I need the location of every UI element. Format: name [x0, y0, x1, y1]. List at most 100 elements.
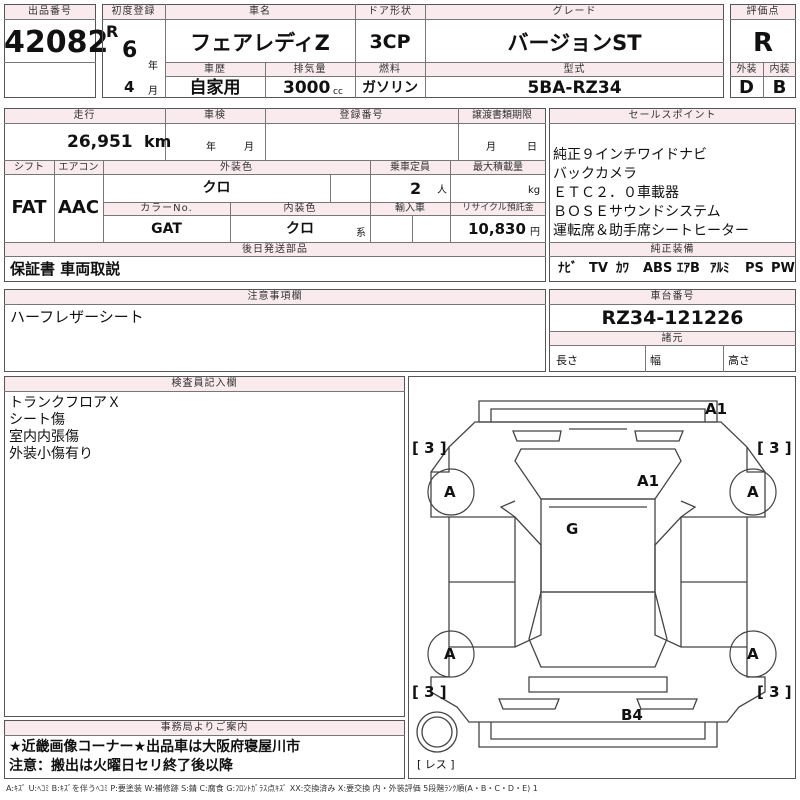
recycle-fee: 10,830 — [468, 220, 526, 238]
later-parts: 保証書 車両取説 — [10, 260, 121, 278]
interior-grade: B — [772, 77, 787, 98]
ext-color-label: 外装色 — [220, 162, 253, 173]
caution-box — [4, 289, 546, 372]
inspector-note: シート傷 — [9, 412, 65, 428]
ac: AAC — [57, 197, 100, 218]
notice-label: 事務局よりご案内 — [160, 722, 249, 733]
car-name-label: 車名 — [249, 6, 271, 17]
sales-point-line: 運転席＆助手席シートヒーター — [553, 223, 749, 239]
length-label: 長さ — [556, 354, 578, 367]
equip-item-airbag: ｴｱB — [677, 261, 700, 276]
chassis-box — [549, 289, 796, 372]
history-label: 車歴 — [204, 64, 226, 75]
notice-line-1: ★近畿画像コーナー★出品車は大阪府寝屋川市 — [9, 739, 301, 755]
reg-no-label: 登録番号 — [339, 110, 384, 121]
sales-point-line: 純正９インチワイドナビ — [553, 147, 707, 163]
displacement-label: 排気量 — [293, 64, 327, 75]
car-name: フェアレディZ — [190, 31, 330, 55]
wheel-mark-rear-right: A — [747, 645, 759, 663]
tread-depth-rear-right: [ 3 ] — [757, 683, 792, 701]
import-label: 輸入車 — [395, 203, 425, 214]
displacement-unit: cc — [333, 87, 343, 97]
exterior-grade: D — [739, 77, 754, 98]
inspection-month: 月 — [244, 142, 254, 153]
max-load-label: 最大積載量 — [473, 162, 523, 173]
door-type: 3CP — [369, 31, 411, 53]
height-label: 高さ — [728, 354, 750, 367]
score: R — [752, 28, 774, 58]
tread-depth-front-right: [ 3 ] — [757, 439, 792, 457]
wheel-mark-front-right: A — [747, 483, 759, 501]
color-no-label: カラーNo. — [140, 203, 193, 214]
inspector-box — [4, 376, 405, 717]
first-reg-month: 4 — [124, 78, 135, 96]
mileage-label: 走行 — [73, 110, 96, 121]
width-label: 幅 — [650, 354, 661, 367]
damage-mark-front-bumper: A1 — [705, 400, 728, 418]
lot-number-box — [4, 4, 96, 98]
sales-point-line: バックカメラ — [553, 166, 637, 182]
recycle-label: リサイクル預託金 — [462, 203, 534, 213]
ext-color: クロ — [202, 180, 231, 196]
exterior-label: 外装 — [736, 64, 757, 75]
dims-label: 諸元 — [661, 333, 684, 344]
deadline-label: 譲渡書類期限 — [472, 110, 532, 121]
shift: FAT — [11, 197, 47, 218]
tread-depth-front-left: [ 3 ] — [412, 439, 447, 457]
damage-mark-hood: A1 — [637, 472, 660, 490]
equip-item-leather: ｶﾜ — [616, 261, 629, 276]
chassis-number: RZ34-121226 — [601, 307, 744, 329]
notice-box — [4, 720, 405, 779]
score-label: 評価点 — [746, 6, 780, 17]
inspector-note: トランクフロアＸ — [9, 395, 121, 411]
equip-item-abs: ABS — [643, 261, 673, 276]
fuel-label: 燃料 — [379, 64, 401, 75]
mileage-unit: km — [144, 132, 172, 151]
car-diagram-box: A1 A1 G B4 A A A A [ 3 ] [ 3 ] [ 3 ] [ 3… — [408, 376, 796, 779]
first-reg-month-unit: 月 — [148, 86, 158, 97]
inspection-year: 年 — [206, 142, 216, 153]
mileage: 26,951 — [67, 132, 133, 152]
sales-point-box — [549, 108, 796, 282]
sales-point-line: ＥＴＣ２．０車載器 — [553, 185, 679, 201]
history: 自家用 — [189, 78, 241, 98]
model-label: 型式 — [563, 64, 586, 75]
equip-item-alloy: ｱﾙﾐ — [710, 261, 730, 276]
first-reg-year-unit: 年 — [148, 61, 158, 72]
equip-item-tv: TV — [589, 261, 608, 276]
legend-text: A:ｷｽﾞ U:ﾍｺﾐ B:ｷｽﾞを伴うﾍｺﾐ P:要塗装 W:補修跡 S:錆 … — [6, 784, 538, 793]
inspection-label: 車検 — [204, 110, 226, 121]
wheel-mark-front-left: A — [444, 483, 456, 501]
car-outline-diagram — [416, 400, 777, 753]
grade-label: グレード — [552, 6, 597, 17]
equipment-label: 純正装備 — [650, 244, 695, 255]
inspector-note: 室内内張傷 — [9, 429, 79, 445]
chassis-label: 車台番号 — [650, 291, 695, 302]
grade: バージョンST — [507, 31, 642, 55]
spare-tire-mark: [ レス ] — [417, 758, 455, 771]
first-reg-era: R — [106, 22, 119, 41]
equip-item-ps: PS — [745, 261, 764, 276]
displacement: 3000 — [283, 78, 331, 98]
first-reg-label: 初度登録 — [111, 6, 156, 17]
max-load-unit: kg — [528, 185, 541, 196]
int-color-label: 内装色 — [283, 203, 317, 214]
fuel: ガソリン — [362, 80, 418, 96]
details-box — [4, 108, 546, 282]
caution-text: ハーフレザーシート — [10, 308, 144, 326]
deadline-day: 日 — [527, 142, 537, 153]
damage-mark-windshield: G — [566, 520, 579, 538]
interior-label: 内装 — [769, 64, 790, 75]
capacity: 2 — [410, 179, 422, 198]
capacity-unit: 人 — [437, 185, 447, 196]
lot-number-label: 出品番号 — [28, 6, 72, 17]
inspector-label: 検査員記入欄 — [171, 378, 238, 389]
lot-number: 42082 — [4, 25, 109, 60]
door-label: ドア形状 — [368, 6, 412, 17]
equip-item-navi: ﾅﾋﾞ — [558, 261, 578, 276]
color-no: GAT — [151, 221, 182, 237]
sales-point-line: ＢＯＳＥサウンドシステム — [553, 204, 721, 220]
int-color-suffix: 系 — [356, 228, 366, 239]
int-color: クロ — [286, 221, 314, 237]
capacity-label: 乗車定員 — [390, 162, 430, 173]
